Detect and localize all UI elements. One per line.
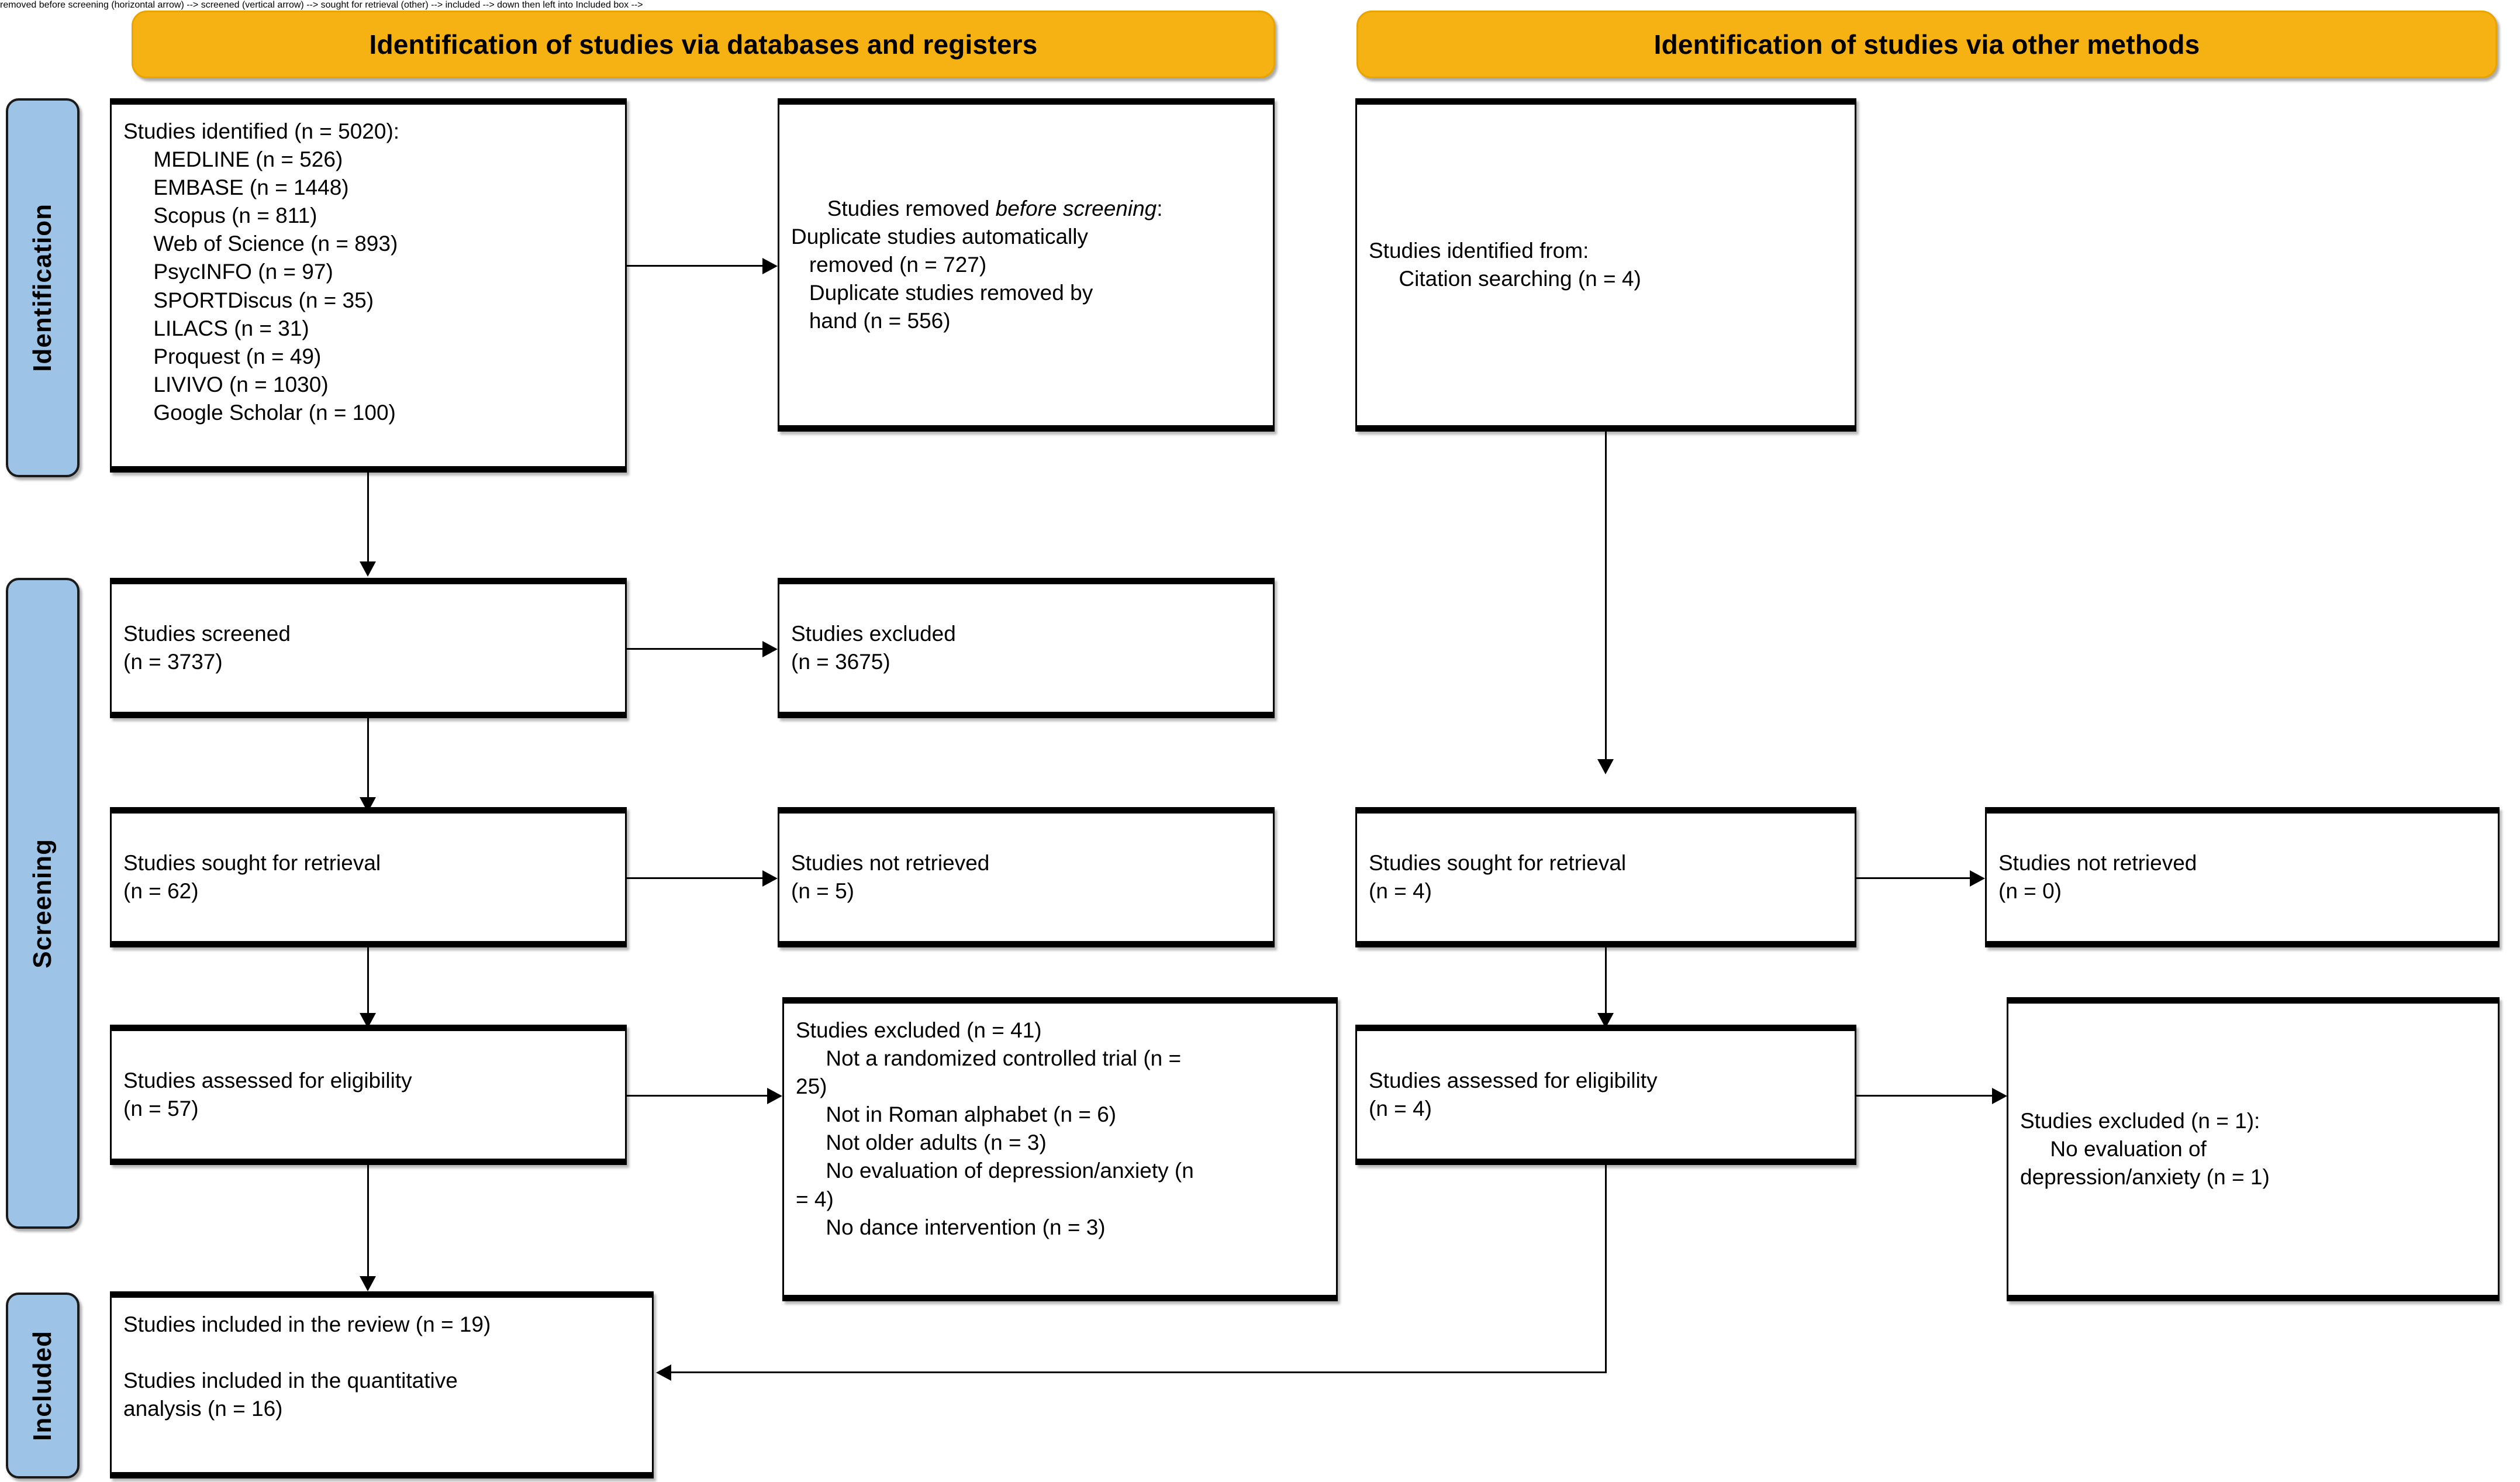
box-studies-excluded-eligibility-databases-text: Studies excluded (n = 41) Not a randomiz… — [796, 1018, 1194, 1239]
box-studies-screened-text: Studies screened (n = 3737) — [123, 621, 291, 674]
stage-pill-identification: Identification — [6, 98, 80, 477]
arrow-identified-to-removed — [762, 258, 778, 274]
box-studies-sought-other-text: Studies sought for retrieval (n = 4) — [1369, 850, 1627, 903]
arrow-sought-to-not-retrieved-other — [1970, 870, 1985, 887]
box-studies-excluded-eligibility-databases: Studies excluded (n = 41) Not a randomiz… — [782, 997, 1338, 1301]
connector-assessed-other-down — [1605, 1165, 1607, 1373]
removed-lead-text: Studies removed — [827, 196, 996, 220]
box-studies-not-retrieved-other-text: Studies not retrieved (n = 0) — [1998, 850, 2197, 903]
removed-italic-text: before screening — [995, 196, 1157, 220]
stage-label-screening: Screening — [28, 838, 57, 969]
box-studies-assessed-other: Studies assessed for eligibility (n = 4) — [1355, 1025, 1856, 1165]
banner-databases-and-registers: Identification of studies via databases … — [132, 11, 1275, 78]
box-studies-assessed-databases: Studies assessed for eligibility (n = 57… — [110, 1025, 627, 1165]
box-studies-excluded-screening: Studies excluded (n = 3675) — [778, 578, 1275, 718]
box-studies-assessed-other-text: Studies assessed for eligibility (n = 4) — [1369, 1068, 1658, 1121]
removed-tail-text: : — [1157, 196, 1163, 220]
banner-databases-label: Identification of studies via databases … — [369, 29, 1038, 60]
connector-sought-to-not-retrieved-db — [627, 877, 762, 879]
box-studies-excluded-eligibility-other: Studies excluded (n = 1): No evaluation … — [2007, 997, 2500, 1301]
box-studies-sought-databases-text: Studies sought for retrieval (n = 62) — [123, 850, 381, 903]
connector-assessed-db-to-included — [367, 1165, 369, 1276]
box-studies-excluded-screening-text: Studies excluded (n = 3675) — [791, 621, 956, 674]
arrow-assessed-to-excluded-db — [767, 1088, 782, 1104]
connector-assessed-to-excluded-other — [1856, 1095, 1992, 1097]
connector-identified-to-screened — [367, 473, 369, 561]
box-studies-identified-other-text: Studies identified from: Citation search… — [1369, 238, 1641, 291]
arrow-identified-to-screened — [360, 561, 376, 577]
connector-sought-db-to-assessed-db — [367, 947, 369, 1013]
arrow-screened-to-excluded — [762, 641, 778, 657]
arrow-assessed-db-to-included — [360, 1276, 376, 1291]
arrow-other-identified-to-sought — [1597, 759, 1614, 774]
box-studies-included-final: Studies included in the review (n = 19) … — [110, 1291, 654, 1478]
box-studies-sought-other: Studies sought for retrieval (n = 4) — [1355, 807, 1856, 947]
banner-other-methods-label: Identification of studies via other meth… — [1653, 29, 2200, 60]
arrow-sought-to-not-retrieved-db — [762, 870, 778, 887]
banner-other-methods: Identification of studies via other meth… — [1356, 11, 2497, 78]
box-studies-removed-before-screening-text: Studies removed before screening: Duplic… — [779, 167, 1273, 364]
connector-identified-to-removed — [627, 265, 762, 267]
box-studies-sought-databases: Studies sought for retrieval (n = 62) — [110, 807, 627, 947]
arrow-assessed-to-excluded-other — [1992, 1088, 2007, 1104]
arrow-other-into-included — [656, 1364, 671, 1381]
box-studies-screened: Studies screened (n = 3737) — [110, 578, 627, 718]
connector-screened-to-excluded — [627, 648, 762, 650]
box-studies-excluded-eligibility-other-text: Studies excluded (n = 1): No evaluation … — [2020, 1108, 2270, 1190]
box-studies-not-retrieved-databases-text: Studies not retrieved (n = 5) — [791, 850, 990, 903]
box-studies-assessed-databases-text: Studies assessed for eligibility (n = 57… — [123, 1068, 412, 1121]
removed-body-text: Duplicate studies automatically removed … — [791, 224, 1093, 333]
connector-other-identified-to-sought — [1605, 432, 1607, 759]
box-studies-not-retrieved-other: Studies not retrieved (n = 0) — [1985, 807, 2500, 947]
stage-label-included: Included — [28, 1330, 57, 1441]
box-studies-identified-other: Studies identified from: Citation search… — [1355, 98, 1856, 432]
box-studies-identified-databases-text: Studies identified (n = 5020): MEDLINE (… — [123, 119, 400, 425]
stage-pill-screening: Screening — [6, 578, 80, 1229]
connector-assessed-other-left-to-included — [671, 1371, 1607, 1373]
box-studies-not-retrieved-databases: Studies not retrieved (n = 5) — [778, 807, 1275, 947]
box-studies-included-final-text: Studies included in the review (n = 19) … — [123, 1312, 491, 1421]
stage-pill-included: Included — [6, 1293, 80, 1478]
box-studies-removed-before-screening: Studies removed before screening: Duplic… — [778, 98, 1275, 432]
box-studies-identified-databases: Studies identified (n = 5020): MEDLINE (… — [110, 98, 627, 473]
connector-sought-other-to-assessed-other — [1605, 947, 1607, 1013]
connector-screened-to-sought — [367, 718, 369, 797]
connector-sought-to-not-retrieved-other — [1856, 877, 1970, 879]
stage-label-identification: Identification — [28, 204, 57, 372]
connector-assessed-to-excluded-db — [627, 1095, 767, 1097]
